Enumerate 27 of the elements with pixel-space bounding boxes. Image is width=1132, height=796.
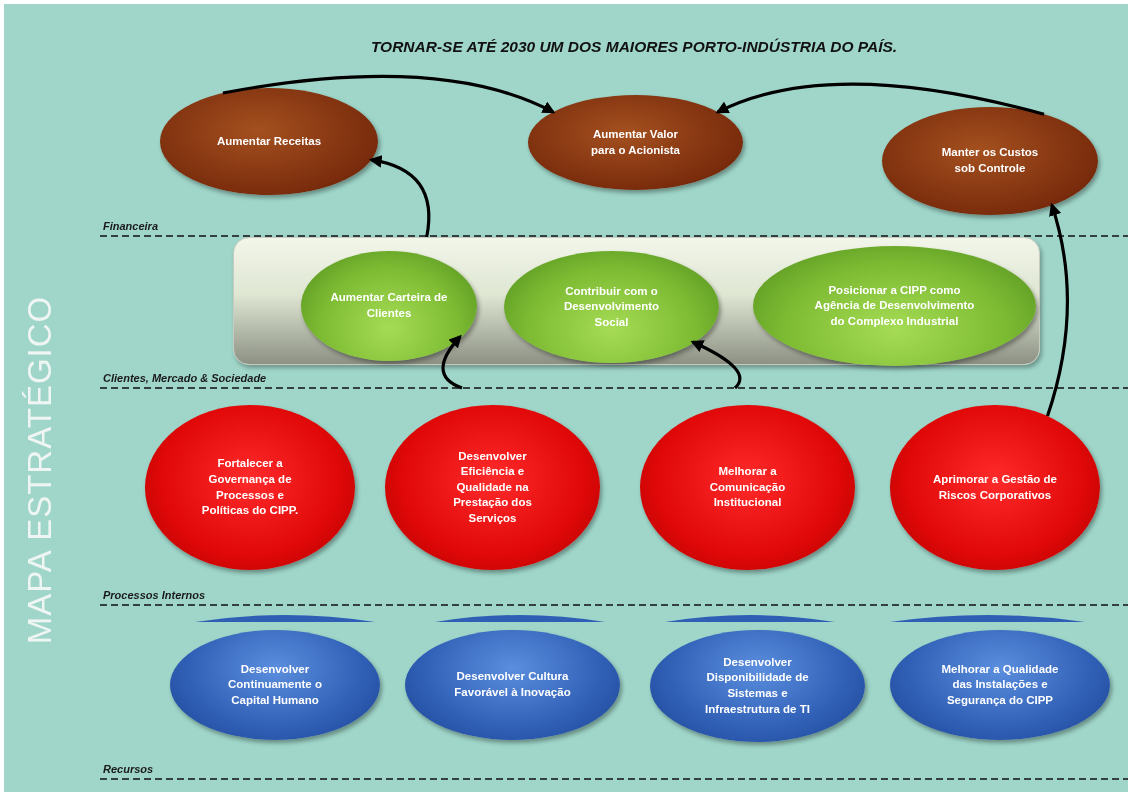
objective-label: Desenvolver Disponibilidade de Sistemas e Infraestrutura de TI <box>704 654 811 717</box>
curved-arrow <box>441 334 463 390</box>
perspective-label: Clientes, Mercado & Sociedade <box>103 372 267 384</box>
curved-arrow <box>1045 202 1069 417</box>
objective-label: Posicionar a CIPP como Agência de Desenvolvimento do Complexo Industrial <box>813 282 976 329</box>
objective-label: Desenvolver Continuamente o Capital Humano <box>227 661 323 708</box>
perspective-label: Processos Internos <box>103 589 206 601</box>
objective-label: Aumentar Valor para o Acionista <box>589 127 681 158</box>
objective-label: Aprimorar a Gestão de Riscos Corporativos <box>932 472 1058 503</box>
objective-label: Fortalecer a Governança de Processos e Políticas do CIPP. <box>200 456 300 518</box>
objective-label: Contribuir com o Desenvolvimento Social <box>562 283 661 330</box>
vertical-heading: MAPA ESTRATÉGICO <box>21 295 59 645</box>
perspective-panel <box>233 237 1040 365</box>
perspective-label: Recursos <box>103 763 154 775</box>
vision-title: TORNAR-SE ATÉ 2030 UM DOS MAIORES PORTO-INDÚSTRIA DO PAÍS. <box>369 38 899 56</box>
curved-arrow <box>715 82 1045 116</box>
objective-label: Melhorar a Qualidade das Instalações e Segurança do CIPP <box>940 661 1060 708</box>
curved-arrow <box>222 74 556 114</box>
objective-label: Aumentar Carteira de Clientes <box>329 290 449 321</box>
objective-label: Aumentar Receitas <box>215 133 323 149</box>
objective-label: Desenvolver Cultura Favorável à Inovação <box>453 669 572 700</box>
objective-label: Melhorar a Comunicação Institucional <box>708 464 787 511</box>
curved-arrow <box>368 155 431 238</box>
curved-arrow <box>690 340 742 390</box>
objective-label: Desenvolver Eficiência e Qualidade na Prestação dos Serviços <box>452 448 533 526</box>
perspective-label: Financeira <box>103 220 159 232</box>
objective-label: Manter os Custos sob Controle <box>940 145 1040 176</box>
